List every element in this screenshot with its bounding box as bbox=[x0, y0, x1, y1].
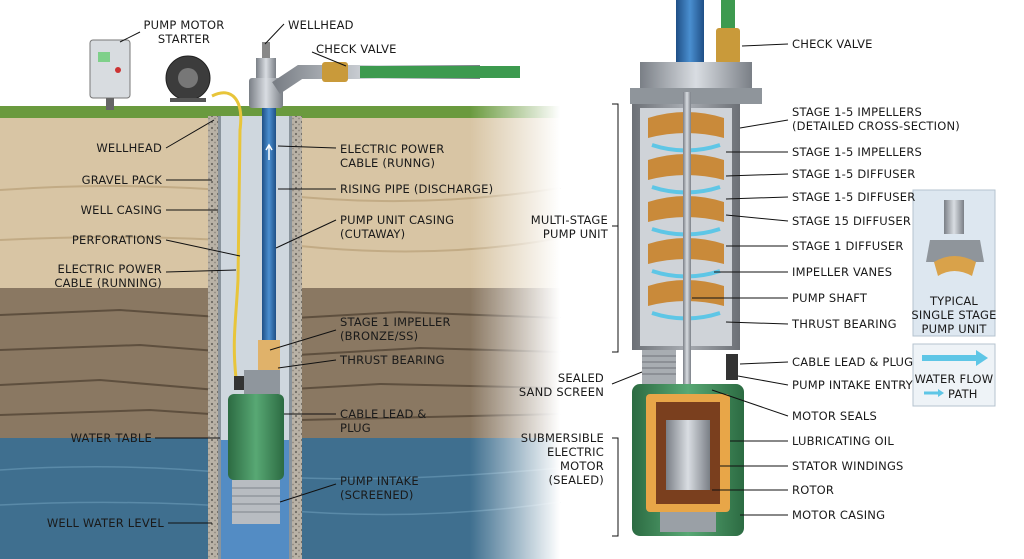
label-submersible-3: MOTOR bbox=[560, 459, 604, 473]
label-check-valve-left: CHECK VALVE bbox=[316, 42, 397, 56]
inset-single-stage bbox=[912, 189, 996, 337]
label-submersible-2: ELECTRIC bbox=[547, 445, 604, 459]
label-cable-lead-right: CABLE LEAD & PLUG bbox=[792, 355, 913, 369]
label-stator-windings: STATOR WINDINGS bbox=[792, 459, 904, 473]
label-stage-impellers: STAGE 1-5 IMPELLERS bbox=[792, 145, 922, 159]
label-motor-seals: MOTOR SEALS bbox=[792, 409, 877, 423]
label-electric-cable-right-1: ELECTRIC POWER bbox=[340, 142, 444, 156]
left-pump-assembly bbox=[228, 340, 284, 524]
label-pump-intake-2: (SCREENED) bbox=[340, 488, 414, 502]
label-submersible-1: SUBMERSIBLE bbox=[521, 431, 604, 445]
label-check-valve-right: CHECK VALVE bbox=[792, 37, 873, 51]
label-pump-shaft: PUMP SHAFT bbox=[792, 291, 868, 305]
label-water-table: WATER TABLE bbox=[71, 431, 152, 445]
label-rotor: ROTOR bbox=[792, 483, 834, 497]
label-stage1-diffuser: STAGE 1 DIFFUSER bbox=[792, 239, 904, 253]
label-submersible-4: (SEALED) bbox=[548, 473, 604, 487]
label-well-water-level: WELL WATER LEVEL bbox=[47, 516, 165, 530]
label-wellhead: WELLHEAD bbox=[96, 141, 162, 155]
label-well-casing: WELL CASING bbox=[81, 203, 162, 217]
label-stage1-impeller-2: (BRONZE/SS) bbox=[340, 329, 418, 343]
label-gravel-pack: GRAVEL PACK bbox=[82, 173, 163, 187]
label-wellhead-top: WELLHEAD bbox=[288, 18, 354, 32]
label-pump-intake-1: PUMP INTAKE bbox=[340, 474, 419, 488]
label-stage-impellers-detail-1: STAGE 1-5 IMPELLERS bbox=[792, 105, 922, 119]
label-sealed-sand-screen-1: SEALED bbox=[558, 371, 604, 385]
label-inset-typical-3: PUMP UNIT bbox=[921, 322, 987, 336]
label-pump-motor-starter-1: PUMP MOTOR bbox=[144, 18, 225, 32]
label-cable-lead-left-1: CABLE LEAD & bbox=[340, 407, 427, 421]
label-lubricating-oil: LUBRICATING OIL bbox=[792, 434, 894, 448]
label-water-flow-2: PATH bbox=[948, 387, 978, 401]
inset-water-flow-key bbox=[912, 343, 996, 407]
label-stage15-diffuser: STAGE 15 DIFFUSER bbox=[792, 214, 911, 228]
label-thrust-bearing-left: THRUST BEARING bbox=[339, 353, 445, 367]
label-inset-typical-2: SINGLE STAGE bbox=[911, 308, 996, 322]
label-inset-typical-1: TYPICAL bbox=[929, 294, 978, 308]
label-pump-motor-starter-2: STARTER bbox=[158, 32, 210, 46]
label-pump-unit-casing-2: (CUTAWAY) bbox=[340, 227, 405, 241]
label-electric-cable-right-2: CABLE (RUNNG) bbox=[340, 156, 435, 170]
label-motor-casing: MOTOR CASING bbox=[792, 508, 885, 522]
pump-motor-starter bbox=[89, 39, 211, 110]
label-perforations: PERFORATIONS bbox=[72, 233, 162, 247]
label-multi-stage-2: PUMP UNIT bbox=[543, 227, 609, 241]
label-impeller-vanes: IMPELLER VANES bbox=[792, 265, 892, 279]
label-stage-diffuser-a: STAGE 1-5 DIFFUSER bbox=[792, 167, 915, 181]
electric-cable bbox=[211, 91, 243, 379]
label-multi-stage-1: MULTI-STAGE bbox=[531, 213, 608, 227]
label-electric-cable-left-2: CABLE (RUNNING) bbox=[54, 276, 162, 290]
label-stage1-impeller-1: STAGE 1 IMPELLER bbox=[340, 315, 451, 329]
label-stage-impellers-detail-2: (DETAILED CROSS-SECTION) bbox=[792, 119, 960, 133]
label-sealed-sand-screen-2: SAND SCREEN bbox=[519, 385, 604, 399]
leader-lines bbox=[119, 23, 789, 537]
label-thrust-bearing-right: THRUST BEARING bbox=[791, 317, 897, 331]
label-electric-cable-left-1: ELECTRIC POWER bbox=[58, 262, 162, 276]
label-water-flow-1: WATER FLOW bbox=[915, 372, 994, 386]
label-pump-intake-entry: PUMP INTAKE ENTRY bbox=[792, 378, 914, 392]
label-stage-diffuser-b: STAGE 1-5 DIFFUSER bbox=[792, 190, 915, 204]
label-pump-unit-casing-1: PUMP UNIT CASING bbox=[340, 213, 454, 227]
label-rising-pipe: RISING PIPE (DISCHARGE) bbox=[340, 182, 493, 196]
rising-pipe bbox=[249, 42, 520, 380]
label-cable-lead-left-2: PLUG bbox=[340, 421, 371, 435]
right-pump-cutaway bbox=[630, 0, 762, 536]
